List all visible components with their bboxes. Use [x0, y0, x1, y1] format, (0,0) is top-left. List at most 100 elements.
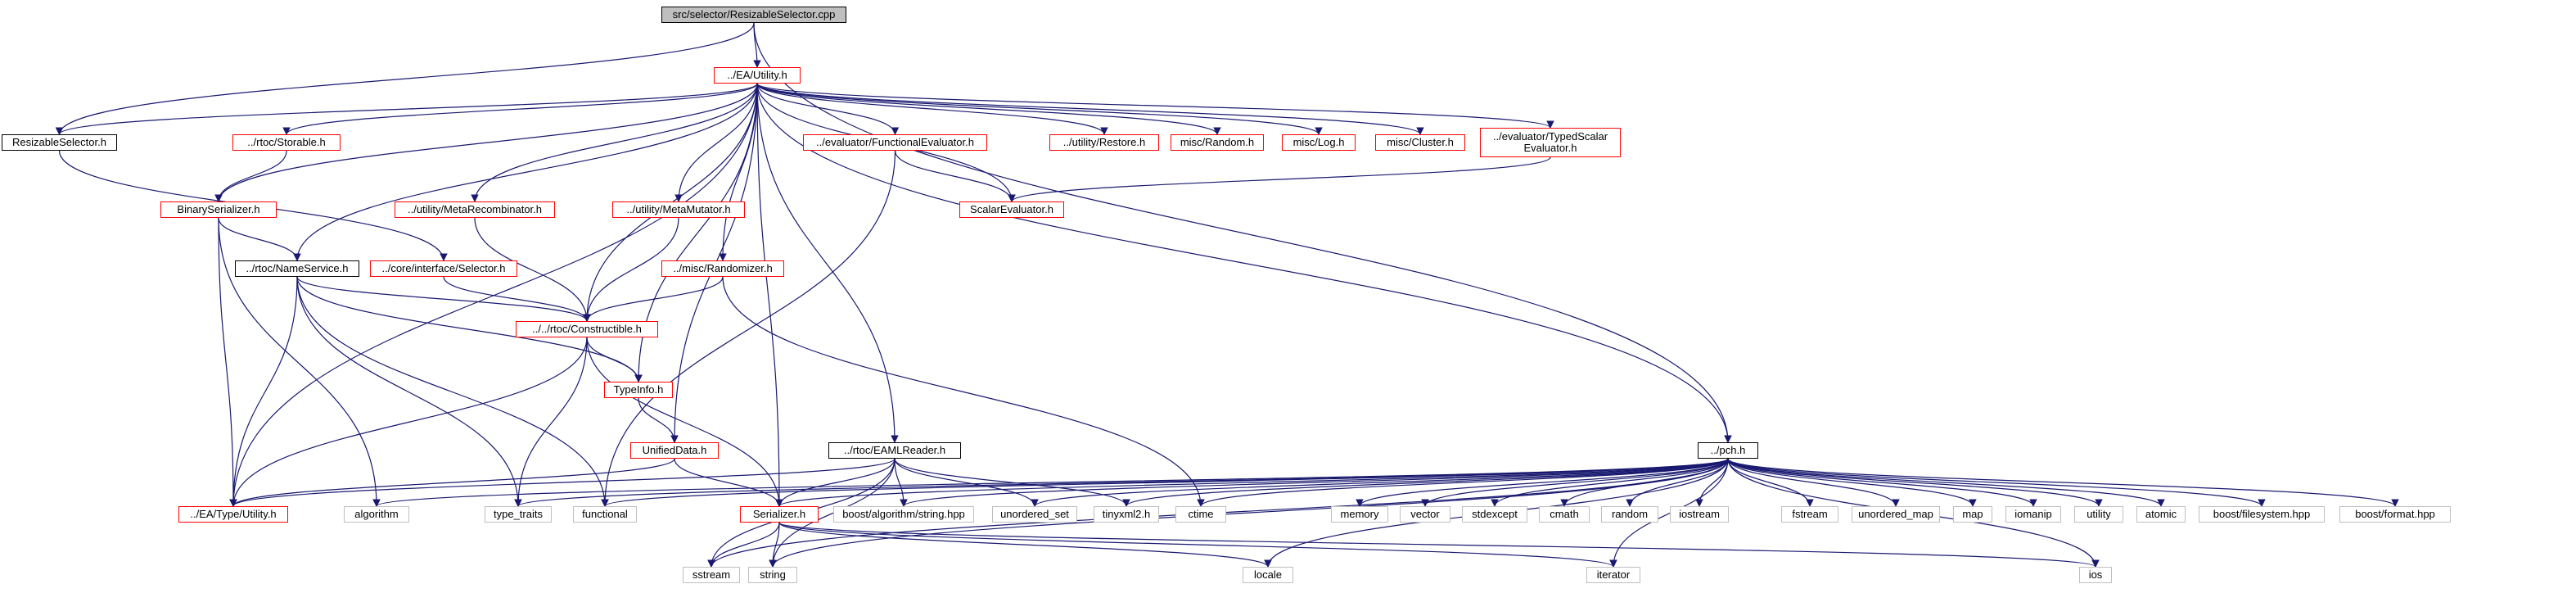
edge-pch-to-stdexcept	[1491, 458, 1729, 507]
edge-utility_ea-to-pch	[756, 83, 1732, 443]
edge-funceval-to-scalareval	[894, 150, 1016, 202]
node-selector-h[interactable]: ../core/interface/Selector.h	[370, 260, 517, 277]
edge-unifieddata-to-eatype	[229, 458, 675, 507]
node-memory[interactable]: memory	[1331, 506, 1388, 523]
dependency-edges	[55, 22, 2399, 568]
edge-nameservice-to-constructible	[296, 276, 591, 322]
edge-typeinfo-to-unifieddata	[638, 397, 679, 443]
edge-pch-to-unordered_set	[1031, 458, 1729, 507]
node-tinyxml2-h[interactable]: tinyxml2.h	[1094, 506, 1159, 523]
edge-typedscalar-to-scalareval	[1008, 156, 1551, 202]
edge-pch-to-boostformat	[1727, 458, 2399, 507]
node-vector[interactable]: vector	[1400, 506, 1450, 523]
node-misc-randomizer-h[interactable]: ../misc/Randomizer.h	[661, 260, 784, 277]
edge-serializer-to-ios	[778, 522, 2100, 568]
node-misc-cluster-h[interactable]: misc/Cluster.h	[1375, 134, 1465, 151]
edge-metamut-to-constructible	[583, 217, 679, 322]
node-functional[interactable]: functional	[573, 506, 637, 523]
edge-pch-to-utility_std	[1727, 458, 2103, 507]
node-map[interactable]: map	[1953, 506, 1992, 523]
node-resizable-selector-cpp[interactable]: src/selector/ResizableSelector.cpp	[661, 7, 846, 23]
node-locale[interactable]: locale	[1243, 567, 1293, 583]
edge-utility_ea-to-restore	[756, 83, 1108, 135]
edge-nameservice-to-type_traits	[296, 276, 522, 507]
node-ea-type-utility-h[interactable]: ../EA/Type/Utility.h	[178, 506, 288, 523]
node-constructible-h[interactable]: ../../rtoc/Constructible.h	[516, 321, 658, 337]
node-algorithm[interactable]: algorithm	[344, 506, 409, 523]
node-utility[interactable]: utility	[2074, 506, 2123, 523]
edge-pch-to-map	[1727, 458, 1977, 507]
node-boost-algorithm-string[interactable]: boost/algorithm/string.hpp	[833, 506, 974, 523]
node-pch-h[interactable]: ../pch.h	[1698, 442, 1758, 459]
edge-nameservice-to-eatype	[229, 276, 298, 507]
edge-utility_ea-to-resizable	[55, 83, 758, 135]
node-fstream[interactable]: fstream	[1781, 506, 1838, 523]
node-unified-data-h[interactable]: UnifiedData.h	[630, 442, 719, 459]
node-functional-evaluator-h[interactable]: ../evaluator/FunctionalEvaluator.h	[803, 134, 987, 151]
edge-utility_ea-to-randomizer	[719, 83, 758, 261]
node-random[interactable]: random	[1601, 506, 1658, 523]
node-binary-serializer-h[interactable]: BinarySerializer.h	[160, 201, 277, 218]
node-iterator[interactable]: iterator	[1586, 567, 1640, 583]
node-rtoc-storable-h[interactable]: ../rtoc/Storable.h	[232, 134, 341, 151]
edge-pch-to-fstream	[1727, 458, 1814, 507]
edge-utility_ea-to-serializer	[756, 83, 783, 507]
edge-utility_ea-to-cluster	[756, 83, 1424, 135]
node-typeinfo-h[interactable]: TypeInfo.h	[604, 382, 673, 398]
node-scalar-evaluator-h[interactable]: ScalarEvaluator.h	[959, 201, 1064, 218]
node-ea-utility-h[interactable]: ../EA/Utility.h	[714, 67, 801, 84]
edge-serializer-to-locale	[778, 522, 1272, 568]
node-serializer-h[interactable]: Serializer.h	[740, 506, 819, 523]
node-resizable-selector-h[interactable]: ResizableSelector.h	[2, 134, 117, 151]
node-name-service-h[interactable]: ../rtoc/NameService.h	[235, 260, 359, 277]
node-unordered-set[interactable]: unordered_set	[992, 506, 1077, 523]
edge-utility_ea-to-log	[756, 83, 1323, 135]
edge-constructible-to-eatype	[229, 337, 588, 507]
edge-pch-to-serializer	[775, 458, 1729, 507]
node-cmath[interactable]: cmath	[1539, 506, 1590, 523]
edge-utility_ea-to-storable	[282, 83, 758, 135]
edge-pch-to-atomic	[1727, 458, 2165, 507]
node-utility-restore-h[interactable]: ../utility/Restore.h	[1049, 134, 1159, 151]
edge-binser-to-nameservice	[218, 217, 301, 261]
edge-unifieddata-to-serializer	[674, 458, 783, 507]
node-ctime[interactable]: ctime	[1175, 506, 1226, 523]
edge-eamlreader-to-serializer	[775, 458, 896, 507]
node-typed-scalar-evaluator-h[interactable]: ../evaluator/TypedScalar Evaluator.h	[1480, 128, 1621, 157]
edge-funceval-to-functional	[601, 150, 896, 507]
edge-serializer-to-iterator	[778, 522, 1617, 568]
node-atomic[interactable]: atomic	[2136, 506, 2186, 523]
node-sstream[interactable]: sstream	[683, 567, 740, 583]
node-boost-format[interactable]: boost/format.hpp	[2339, 506, 2451, 523]
node-type-traits[interactable]: type_traits	[485, 506, 552, 523]
node-iostream[interactable]: iostream	[1670, 506, 1729, 523]
node-ios[interactable]: ios	[2079, 567, 2112, 583]
node-stdexcept[interactable]: stdexcept	[1462, 506, 1527, 523]
node-meta-mutator-h[interactable]: ../utility/MetaMutator.h	[612, 201, 745, 218]
edge-pch-to-string	[769, 458, 1729, 568]
node-misc-log-h[interactable]: misc/Log.h	[1282, 134, 1356, 151]
edge-pch-to-random_std	[1626, 458, 1729, 507]
node-misc-random-h[interactable]: misc/Random.h	[1171, 134, 1264, 151]
node-boost-filesystem[interactable]: boost/filesystem.hpp	[2199, 506, 2325, 523]
edge-pch-to-tinyxml	[1122, 458, 1729, 507]
edge-pch-to-functional	[601, 458, 1729, 507]
edge-serializer-to-sstream	[707, 522, 780, 568]
node-string[interactable]: string	[748, 567, 797, 583]
edge-root-to-pch	[753, 22, 1732, 443]
edge-serializer-to-string	[769, 522, 780, 568]
node-iomanip[interactable]: iomanip	[2005, 506, 2061, 523]
edge-pch-to-iomanip	[1727, 458, 2037, 507]
node-eaml-reader-h[interactable]: ../rtoc/EAMLReader.h	[828, 442, 961, 459]
edge-utility_ea-to-binser	[214, 83, 758, 202]
edge-utility_ea-to-metarecomb	[471, 83, 758, 202]
edge-eamlreader-to-unordered_set	[894, 458, 1039, 507]
edge-pch-to-boostalgo	[900, 458, 1729, 507]
edge-utility_ea-to-metamut	[674, 83, 758, 202]
edge-pch-to-boostfs	[1727, 458, 2266, 507]
edge-binser-to-algorithm	[218, 217, 381, 507]
node-meta-recombinator-h[interactable]: ../utility/MetaRecombinator.h	[395, 201, 555, 218]
edge-constructible-to-type_traits	[514, 337, 588, 507]
node-unordered-map[interactable]: unordered_map	[1852, 506, 1940, 523]
